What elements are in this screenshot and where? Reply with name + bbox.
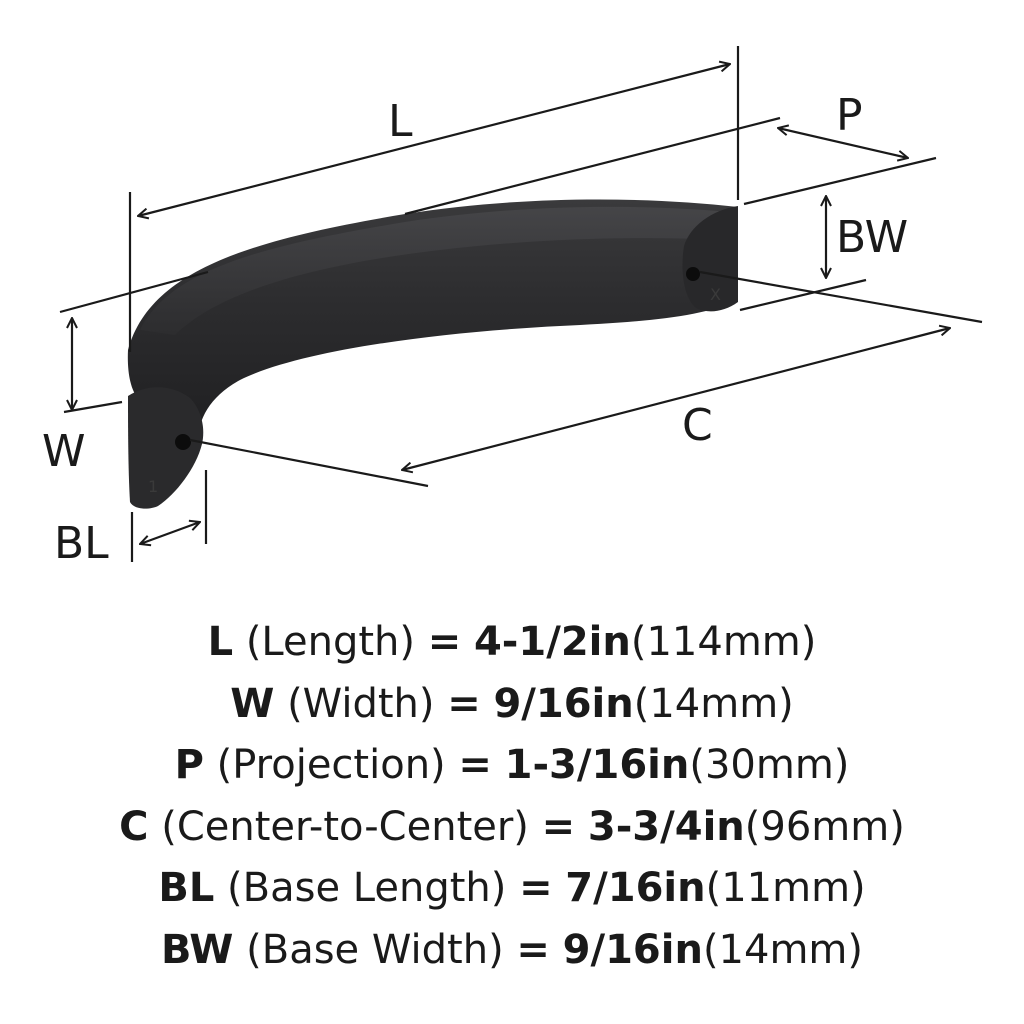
left-screw-hole: [175, 434, 191, 450]
label-base-length: BL: [54, 518, 109, 569]
spec-metric: (96mm): [744, 803, 905, 850]
spec-imperial: 3-3/4in: [587, 803, 745, 850]
base-length-arrow: [140, 522, 200, 544]
handle-left-base: [128, 387, 204, 509]
handle-top-face: [140, 206, 730, 335]
dimension-labels: L P BW W C BL: [42, 90, 908, 569]
spec-equals: =: [541, 803, 576, 850]
projection-arrow: [778, 128, 908, 158]
spec-code: BW: [161, 926, 234, 973]
spec-row-base-width: BW (Base Width) = 9/16in(14mm): [0, 920, 1024, 982]
dimension-specs: L (Length) = 4-1/2in(114mm) W (Width) = …: [0, 612, 1024, 1012]
spec-code: BL: [158, 865, 215, 911]
spec-name: (Projection): [216, 742, 446, 788]
label-base-width: BW: [836, 212, 908, 263]
spec-name: (Width): [287, 680, 435, 727]
label-width: W: [42, 426, 86, 477]
spec-metric: (114mm): [630, 619, 817, 665]
spec-equals: =: [519, 865, 553, 911]
spec-imperial: 1-3/16in: [504, 742, 690, 788]
label-center: C: [682, 400, 713, 451]
spec-code: P: [174, 742, 204, 788]
spec-equals: =: [427, 619, 462, 665]
spec-name: (Base Length): [227, 865, 507, 911]
right-end-mark: X: [710, 285, 721, 304]
spec-row-projection: P (Projection) = 1-3/16in(30mm): [0, 735, 1024, 797]
spec-metric: (14mm): [702, 926, 863, 973]
length-arrow: [138, 64, 730, 216]
cabinet-handle: 1 X: [127, 199, 738, 509]
label-length: L: [388, 96, 413, 147]
left-end-mark: 1: [148, 477, 158, 496]
spec-code: L: [207, 619, 234, 665]
spec-row-length: L (Length) = 4-1/2in(114mm): [0, 612, 1024, 674]
dimension-arrows: [72, 64, 950, 544]
spec-equals: =: [516, 926, 550, 973]
spec-metric: (14mm): [633, 680, 794, 727]
spec-code: C: [119, 803, 149, 850]
handle-dimension-diagram: 1 X L P BW W C BL: [42, 46, 983, 569]
spec-imperial: 9/16in: [562, 926, 703, 973]
spec-name: (Base Width): [246, 926, 504, 973]
spec-metric: (30mm): [689, 742, 850, 788]
spec-equals: =: [447, 680, 481, 727]
spec-imperial: 7/16in: [565, 865, 706, 911]
spec-row-width: W (Width) = 9/16in(14mm): [0, 674, 1024, 736]
label-projection: P: [836, 90, 863, 141]
center-arrow: [402, 328, 950, 470]
spec-imperial: 9/16in: [493, 680, 634, 727]
right-screw-hole: [686, 267, 700, 281]
spec-metric: (11mm): [705, 865, 866, 911]
spec-row-base-length: BL (Base Length) = 7/16in(11mm): [0, 858, 1024, 920]
spec-name: (Center-to-Center): [161, 803, 529, 850]
handle-right-base: [682, 206, 738, 312]
spec-equals: =: [458, 742, 492, 788]
spec-row-center-to-center: C (Center-to-Center) = 3-3/4in(96mm): [0, 797, 1024, 859]
spec-name: (Length): [245, 619, 416, 665]
spec-imperial: 4-1/2in: [473, 619, 631, 665]
spec-code: W: [230, 680, 275, 727]
